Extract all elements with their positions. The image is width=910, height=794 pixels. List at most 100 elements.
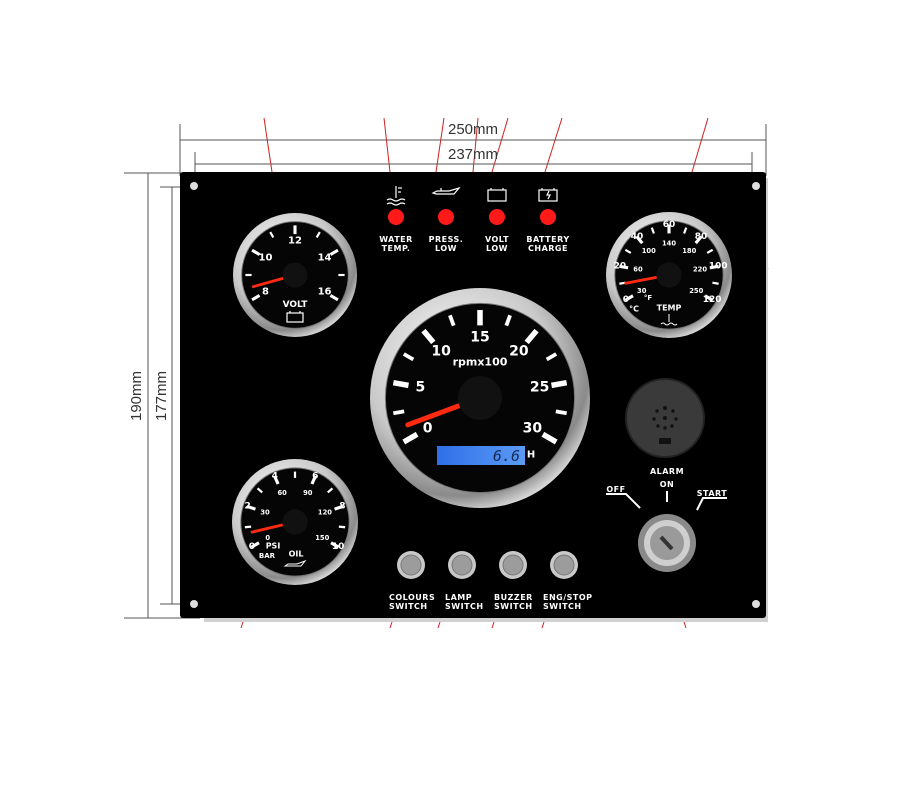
scale-label: 30 (523, 420, 543, 436)
ignition-off-label: OFF (606, 485, 625, 494)
tick-mark (250, 541, 260, 549)
tick-mark (338, 525, 346, 529)
warning-label: WATER (379, 235, 413, 244)
scale-label: 4 (272, 471, 278, 481)
temp-title: TEMP (657, 304, 682, 313)
inner-scale-label: 90 (303, 489, 313, 497)
ignition-start-label: START (697, 489, 728, 498)
switch-label: LAMP (445, 593, 472, 602)
scale-label: 20 (614, 261, 627, 271)
scale-label: 40 (631, 232, 644, 242)
water-temp-led (388, 209, 404, 225)
dimension-width-outer: 250mm (179, 121, 767, 176)
switch-buzzer[interactable] (499, 551, 527, 579)
tick-mark (246, 504, 256, 511)
inner-width-label: 237mm (448, 146, 498, 163)
buzzer-holes (652, 406, 678, 430)
tick-mark (329, 248, 339, 256)
alarm-buzzer (625, 378, 705, 458)
switch-eng-stop[interactable] (550, 551, 578, 579)
tick-mark (551, 380, 568, 389)
oil-can-icon (431, 186, 461, 195)
tick-mark (244, 525, 252, 529)
tick-mark (504, 314, 512, 327)
dimension-height-inner: 177mm (153, 186, 196, 605)
inner-scale-label: 150 (315, 534, 329, 542)
tick-mark (706, 248, 714, 254)
tach-title: rpmx100 (453, 356, 508, 369)
switch-label: ENG/STOP (543, 593, 593, 602)
warning-label: PRESS. (429, 235, 464, 244)
scale-label: 0 (423, 420, 433, 436)
outer-width-label: 250mm (448, 121, 498, 138)
scale-label: 15 (470, 330, 489, 346)
switch-lamp[interactable] (448, 551, 476, 579)
hour-meter-unit: H (527, 450, 535, 461)
inner-scale-label: 100 (642, 247, 656, 255)
inner-scale-label: 140 (662, 240, 676, 248)
tick-mark (635, 235, 644, 245)
inner-scale-label: 220 (693, 266, 707, 274)
tick-mark (334, 504, 344, 511)
volt-title: VOLT (283, 300, 309, 310)
needle-hub (656, 262, 682, 288)
tick-mark (310, 475, 317, 485)
oil-pressure-led (438, 209, 454, 225)
scale-label: 120 (703, 295, 722, 305)
scale-label: 14 (318, 252, 332, 263)
inner-height-label: 177mm (153, 371, 170, 421)
scale-label: 12 (288, 235, 302, 246)
warning-label: LOW (486, 244, 508, 253)
warning-label: LOW (435, 244, 457, 253)
warning-lights: WATER TEMP. PRESS. LOW VOLT LOW BATTERY … (379, 186, 569, 253)
outer-height-label: 190mm (128, 371, 145, 421)
hour-meter-lcd (437, 446, 525, 465)
oil-title: OIL (289, 550, 304, 559)
guide-lines (240, 117, 769, 629)
switch-label: BUZZER (494, 593, 533, 602)
scale-label: 0 (249, 542, 255, 552)
switch-label: SWITCH (543, 602, 582, 611)
scale-label: 2 (244, 502, 250, 512)
tick-mark (624, 294, 634, 302)
inner-scale-label: 0 (265, 534, 270, 542)
scale-label: 16 (318, 287, 332, 298)
hour-meter-value: 6.6 (493, 447, 520, 465)
scale-label: 10 (431, 344, 451, 360)
tick-mark (315, 231, 321, 238)
water-temp-icon (386, 186, 406, 206)
tick-mark (329, 294, 339, 302)
tick-mark (402, 352, 415, 362)
tick-mark (421, 328, 436, 345)
needle-hub (458, 376, 502, 420)
celsius-unit: °C (629, 305, 639, 314)
inner-scale-label: 250 (689, 287, 703, 295)
ignition-on-label: ON (660, 480, 675, 489)
ignition-key-switch[interactable] (638, 514, 696, 572)
tick-mark (545, 352, 558, 362)
battery-icon (487, 188, 507, 202)
tick-mark (555, 409, 567, 416)
scale-label: 0 (623, 295, 629, 305)
fahrenheit-unit: °F (644, 294, 653, 302)
switch-label: COLOURS (389, 593, 435, 602)
tick-mark (402, 431, 419, 445)
battery-icon (286, 311, 304, 323)
alarm-label: ALARM (650, 467, 684, 476)
tick-mark (709, 264, 719, 270)
needle-hub (282, 509, 308, 535)
tick-mark (694, 235, 703, 245)
switch-colours[interactable] (397, 551, 425, 579)
tick-mark (650, 227, 655, 234)
scale-label: 10 (259, 252, 273, 263)
tick-mark (251, 248, 261, 256)
psi-unit: PSI (266, 542, 281, 551)
tick-mark (251, 294, 261, 302)
tick-mark (269, 231, 275, 238)
switch-label: SWITCH (389, 602, 428, 611)
warning-label: BATTERY (526, 235, 569, 244)
